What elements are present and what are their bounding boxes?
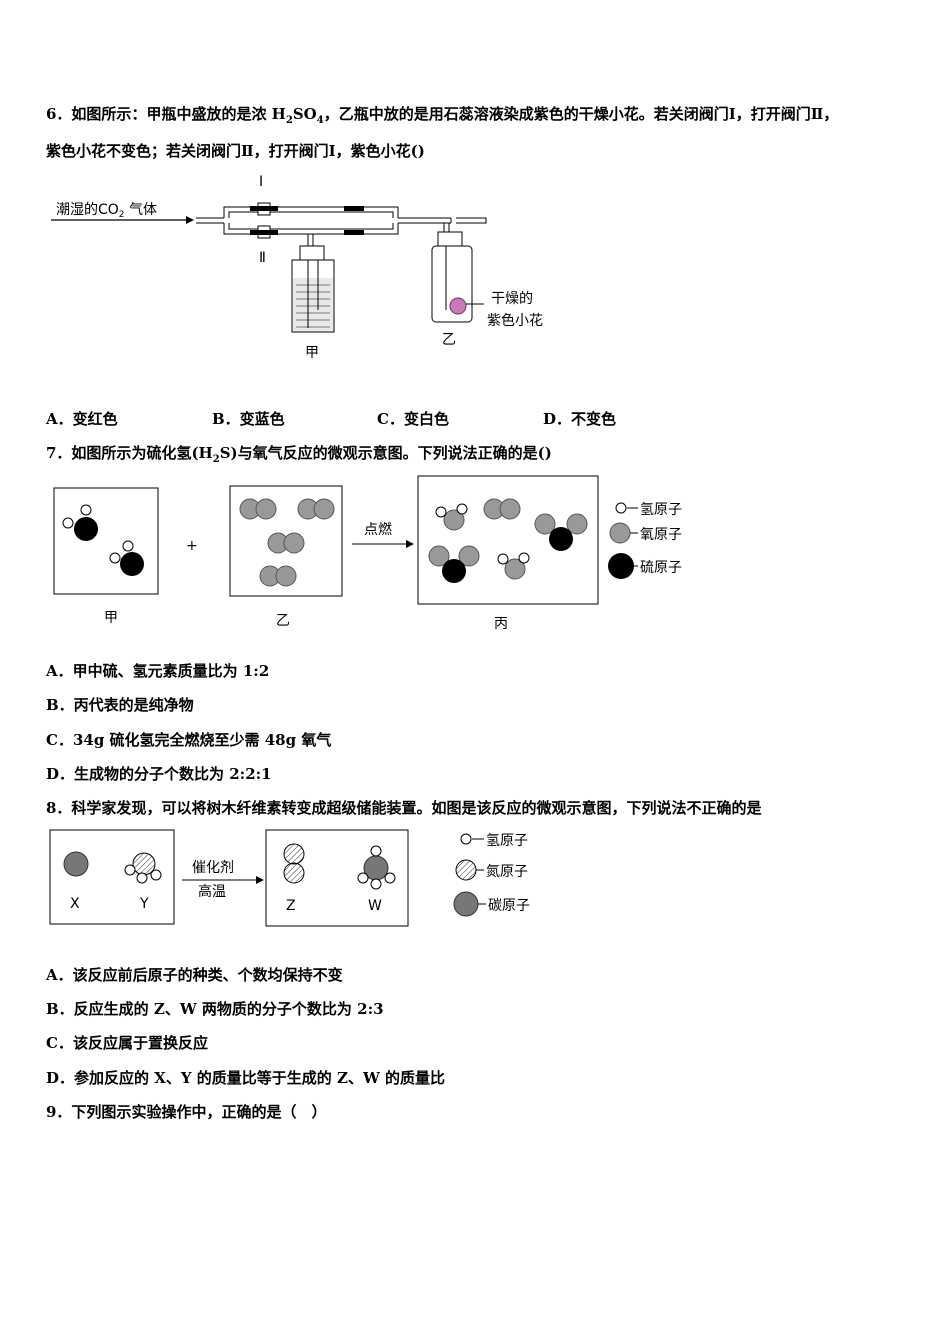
q7-legend: 氢原子 氧原子 硫原子 bbox=[608, 502, 682, 579]
w-label: W bbox=[368, 898, 382, 914]
h2s-molecule bbox=[62, 504, 98, 541]
oxygen-atom-icon bbox=[609, 522, 631, 544]
valve-2-label: Ⅱ bbox=[259, 250, 266, 266]
q8-option-c[interactable]: C．该反应属于置换反应 bbox=[46, 1034, 208, 1052]
x-label: X bbox=[70, 896, 80, 912]
box-bing-label: 丙 bbox=[494, 616, 508, 632]
so2-molecule bbox=[534, 513, 588, 551]
q6-text-part: SO bbox=[292, 105, 317, 123]
gas-label: 潮湿的CO2 气体 bbox=[56, 202, 157, 220]
q7-option-c[interactable]: C．34g 硫化氢完全燃烧至少需 48g 氧气 bbox=[46, 731, 332, 749]
q9-text: 9．下列图示实验操作中，正确的是（ ） bbox=[46, 1103, 327, 1121]
legend-oxygen: 氧原子 bbox=[640, 527, 682, 543]
nitrogen-atom-icon bbox=[455, 859, 477, 881]
clamp-icon bbox=[344, 230, 364, 235]
h2o-molecule bbox=[497, 552, 530, 580]
o2-molecule bbox=[483, 498, 521, 520]
q6-text-line2: 紫色小花不变色；若关闭阀门Ⅱ，打开阀门Ⅰ，紫色小花() bbox=[46, 142, 425, 160]
box-yi-label: 乙 bbox=[276, 613, 290, 629]
arrow-label: 点燃 bbox=[364, 521, 392, 538]
z-label: Z bbox=[286, 898, 296, 914]
q6-option-d[interactable]: D．不变色 bbox=[543, 410, 617, 428]
flower-label-2: 紫色小花 bbox=[487, 312, 543, 329]
q7-option-d[interactable]: D．生成物的分子个数比为 2:2:1 bbox=[46, 765, 272, 783]
q6-option-c[interactable]: C．变白色 bbox=[377, 410, 449, 428]
arrow-head-icon bbox=[186, 216, 194, 224]
q7-text: 7．如图所示为硫化氢(H2S)与氧气反应的微观示意图。下列说法正确的是() bbox=[46, 442, 552, 465]
q8-reaction-figure: X Y 催化剂 高温 Z W 氢原子 氮原子 碳原子 bbox=[49, 829, 530, 927]
q6-text-line1: 6．如图所示：甲瓶中盛放的是浓 H2SO4，乙瓶中放的是用石蕊溶液染成紫色的干燥… bbox=[46, 103, 838, 126]
subscript: 4 bbox=[316, 115, 324, 126]
w-molecule bbox=[357, 845, 396, 890]
sulfur-atom-icon bbox=[608, 553, 634, 579]
bottle-jia bbox=[291, 245, 335, 333]
q7-option-b[interactable]: B．丙代表的是纯净物 bbox=[46, 696, 194, 714]
q6-text-part: ，乙瓶中放的是用石蕊溶液染成紫色的干燥小花。若关闭阀门Ⅰ，打开阀门Ⅱ， bbox=[323, 105, 839, 123]
q6-option-a[interactable]: A．变红色 bbox=[46, 410, 118, 428]
bottle-yi bbox=[431, 231, 484, 323]
q8-legend: 氢原子 氮原子 碳原子 bbox=[453, 833, 530, 917]
q8-option-b[interactable]: B．反应生成的 Z、W 两物质的分子个数比为 2:3 bbox=[46, 1000, 384, 1018]
legend-nitrogen: 氮原子 bbox=[486, 864, 528, 880]
arrow-label-catalyst: 催化剂 bbox=[192, 860, 234, 876]
x-molecule bbox=[63, 851, 89, 877]
arrow-head-icon bbox=[406, 540, 414, 548]
hydrogen-atom-icon bbox=[615, 502, 627, 514]
carbon-atom-icon bbox=[453, 891, 479, 917]
valve-2-handle bbox=[250, 230, 278, 235]
valve-1-label: Ⅰ bbox=[259, 174, 263, 190]
legend-hydrogen: 氢原子 bbox=[486, 833, 528, 849]
q7-text-part: S)与氧气反应的微观示意图。下列说法正确的是() bbox=[219, 444, 552, 462]
bottle-yi-label: 乙 bbox=[442, 332, 456, 348]
q6-option-b[interactable]: B．变蓝色 bbox=[212, 410, 285, 428]
valve-1-handle bbox=[250, 206, 278, 211]
legend-carbon: 碳原子 bbox=[488, 898, 530, 914]
o2-molecule bbox=[239, 498, 277, 520]
y-label: Y bbox=[139, 896, 149, 912]
plus-sign: + bbox=[186, 538, 198, 554]
q6-apparatus-figure: 潮湿的CO2 气体 Ⅰ Ⅱ bbox=[51, 174, 543, 361]
so2-molecule bbox=[428, 545, 480, 583]
q7-option-a[interactable]: A．甲中硫、氢元素质量比为 1:2 bbox=[46, 662, 270, 680]
z-molecule bbox=[283, 843, 305, 884]
y-molecule bbox=[124, 852, 162, 884]
box-jia-label: 甲 bbox=[104, 610, 118, 626]
q7-text-part: 7．如图所示为硫化氢(H bbox=[46, 444, 213, 462]
q6-text-part: 6．如图所示：甲瓶中盛放的是浓 H bbox=[46, 105, 286, 123]
o2-molecule bbox=[267, 532, 305, 554]
legend-sulfur: 硫原子 bbox=[640, 560, 682, 576]
q7-reaction-figure: 甲 + 乙 点燃 丙 氢原子 氧原子 bbox=[53, 475, 682, 632]
subscript: 2 bbox=[285, 115, 293, 126]
q8-text: 8．科学家发现，可以将树木纤维素转变成超级储能装置。如图是该反应的微观示意图，下… bbox=[46, 799, 762, 817]
flower-icon bbox=[449, 297, 467, 315]
arrow-label-heat: 高温 bbox=[198, 883, 226, 900]
box-jia bbox=[53, 487, 159, 595]
h2o-molecule bbox=[435, 503, 468, 531]
subscript: 2 bbox=[212, 454, 220, 465]
q8-option-d[interactable]: D．参加反应的 X、Y 的质量比等于生成的 Z、W 的质量比 bbox=[46, 1069, 446, 1087]
flower-label-1: 干燥的 bbox=[491, 291, 533, 307]
o2-molecule bbox=[259, 565, 297, 587]
h2s-molecule bbox=[109, 540, 144, 576]
q8-option-a[interactable]: A．该反应前后原子的种类、个数均保持不变 bbox=[46, 966, 343, 984]
o2-molecule bbox=[297, 498, 335, 520]
clamp-icon bbox=[344, 206, 364, 211]
hydrogen-atom-icon bbox=[460, 833, 472, 845]
legend-hydrogen: 氢原子 bbox=[640, 502, 682, 518]
tube-system bbox=[196, 206, 487, 246]
bottle-jia-label: 甲 bbox=[305, 345, 319, 361]
arrow-head-icon bbox=[256, 876, 264, 884]
